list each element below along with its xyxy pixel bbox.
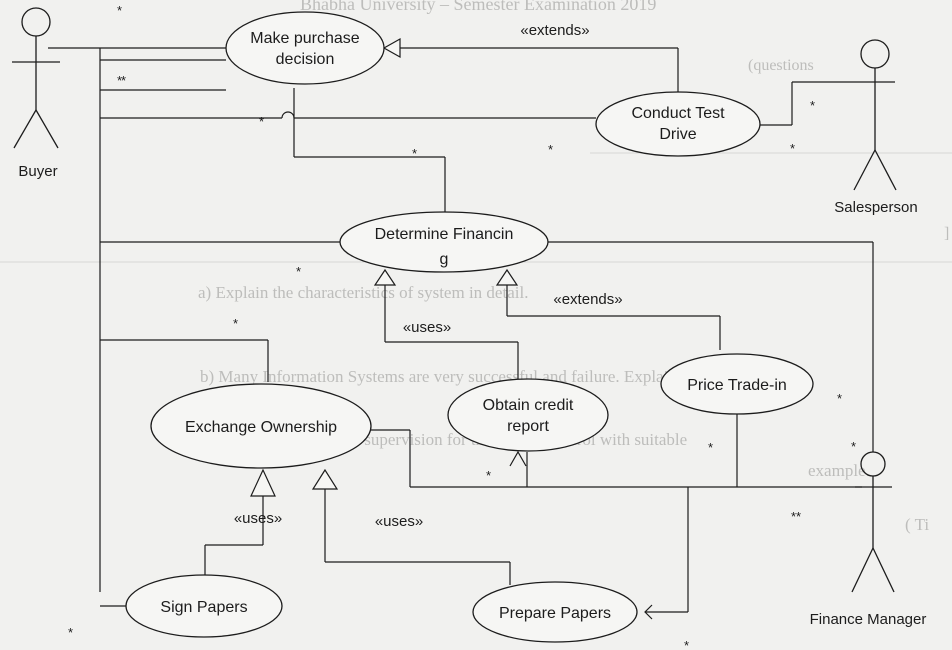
prepare-label: Prepare Papers — [499, 605, 611, 622]
test-drive-label-2: Drive — [659, 126, 696, 143]
sign-oval — [125, 574, 283, 638]
multiplicity-mark: * — [117, 3, 122, 18]
uses-triangle-credit — [373, 268, 397, 286]
ownership-label: Exchange Ownership — [185, 419, 337, 436]
arrowheads — [250, 37, 527, 497]
multiplicity-mark: ** — [791, 509, 801, 524]
actor-salesperson: Salesperson — [834, 39, 918, 216]
bg-question-b: b) Many Information Systems are very suc… — [200, 367, 768, 386]
stereotype-uses-prepare: «uses» — [375, 513, 423, 530]
multiplicity-mark: * — [790, 141, 795, 156]
use-case-trade-in: Price Trade-in — [660, 353, 814, 415]
multiplicity-mark: * — [548, 142, 553, 157]
bg-paren: ( Ti — [905, 515, 929, 534]
bg-header: Bhabha University – Semester Examination… — [300, 0, 656, 14]
multiplicity-mark: * — [233, 316, 238, 331]
sign-label: Sign Papers — [160, 599, 247, 616]
stereotype-uses-credit: «uses» — [403, 319, 451, 336]
stick-figure-icon — [12, 7, 60, 149]
use-case-credit: Obtain credit report — [447, 378, 609, 452]
multiplicity-mark: * — [296, 264, 301, 279]
make-purchase-label: Make purchase — [250, 30, 359, 47]
arrow-prepare — [644, 604, 653, 620]
bg-bracket: ] — [944, 225, 949, 242]
multiplicity-mark: * — [684, 638, 689, 650]
stereotype-extends-mid: «extends» — [553, 291, 622, 308]
multiplicity-mark: * — [708, 440, 713, 455]
trade-in-label: Price Trade-in — [687, 377, 787, 394]
bg-question-c-cont: example. — [808, 461, 870, 480]
stereotype-extends-top: «extends» — [520, 22, 589, 39]
multiplicity-mark: * — [68, 625, 73, 640]
stick-figure-icon — [853, 39, 897, 191]
use-case-sign: Sign Papers — [125, 574, 283, 638]
actor-finance-manager: Finance Manager — [810, 451, 927, 628]
stereotype-labels: «extends» «extends» «uses» «uses» «uses» — [234, 22, 623, 530]
connectors — [48, 47, 874, 620]
multiplicity-mark: * — [837, 391, 842, 406]
uses-triangle-prepare — [311, 468, 339, 490]
extends-triangle-mid — [495, 268, 519, 286]
line-hop — [281, 111, 295, 119]
financing-label: Determine Financin — [375, 226, 514, 243]
use-case-make-purchase: Make purchase decision — [225, 11, 385, 85]
multiplicity-mark: * — [486, 468, 491, 483]
credit-label: Obtain credit — [483, 397, 574, 414]
make-purchase-oval — [225, 11, 385, 85]
multiplicity-marks: * * * * * * * * * * * * * * ** * * — [68, 3, 856, 650]
multiplicity-mark: * — [259, 114, 264, 129]
multiplicity-mark: * — [412, 146, 417, 161]
bg-question-a: a) Explain the characteristics of system… — [198, 283, 528, 302]
test-drive-oval — [595, 91, 761, 157]
financing-oval — [339, 211, 549, 273]
financing-label-2: g — [440, 251, 449, 268]
ownership-oval — [150, 383, 372, 469]
stick-figure-icon — [851, 451, 895, 593]
credit-oval — [447, 378, 609, 452]
multiplicity-mark: * — [851, 439, 856, 454]
stereotype-uses-sign: «uses» — [234, 510, 282, 527]
make-purchase-label-2: decision — [276, 51, 335, 68]
credit-label-2: report — [507, 418, 549, 435]
extends-triangle-top — [382, 37, 401, 59]
use-case-test-drive: Conduct Test Drive — [595, 91, 761, 157]
multiplicity-mark: * — [121, 73, 126, 88]
bg-questions: (questions — [748, 57, 814, 74]
use-case-prepare: Prepare Papers — [472, 581, 638, 643]
uses-triangle-sign — [250, 468, 276, 497]
prepare-oval — [472, 581, 638, 643]
actor-salesperson-label: Salesperson — [834, 199, 917, 216]
multiplicity-mark: * — [810, 98, 815, 113]
actor-buyer-label: Buyer — [18, 163, 57, 180]
multiplicity-mark: * — [117, 73, 122, 88]
trade-in-oval — [660, 353, 814, 415]
test-drive-label: Conduct Test — [631, 105, 725, 122]
actor-finance-manager-label: Finance Manager — [810, 611, 927, 628]
use-case-financing: Determine Financin g — [339, 211, 549, 273]
arrow-credit — [509, 450, 527, 467]
actor-buyer: Buyer — [12, 7, 60, 180]
use-case-ownership: Exchange Ownership — [150, 383, 372, 469]
